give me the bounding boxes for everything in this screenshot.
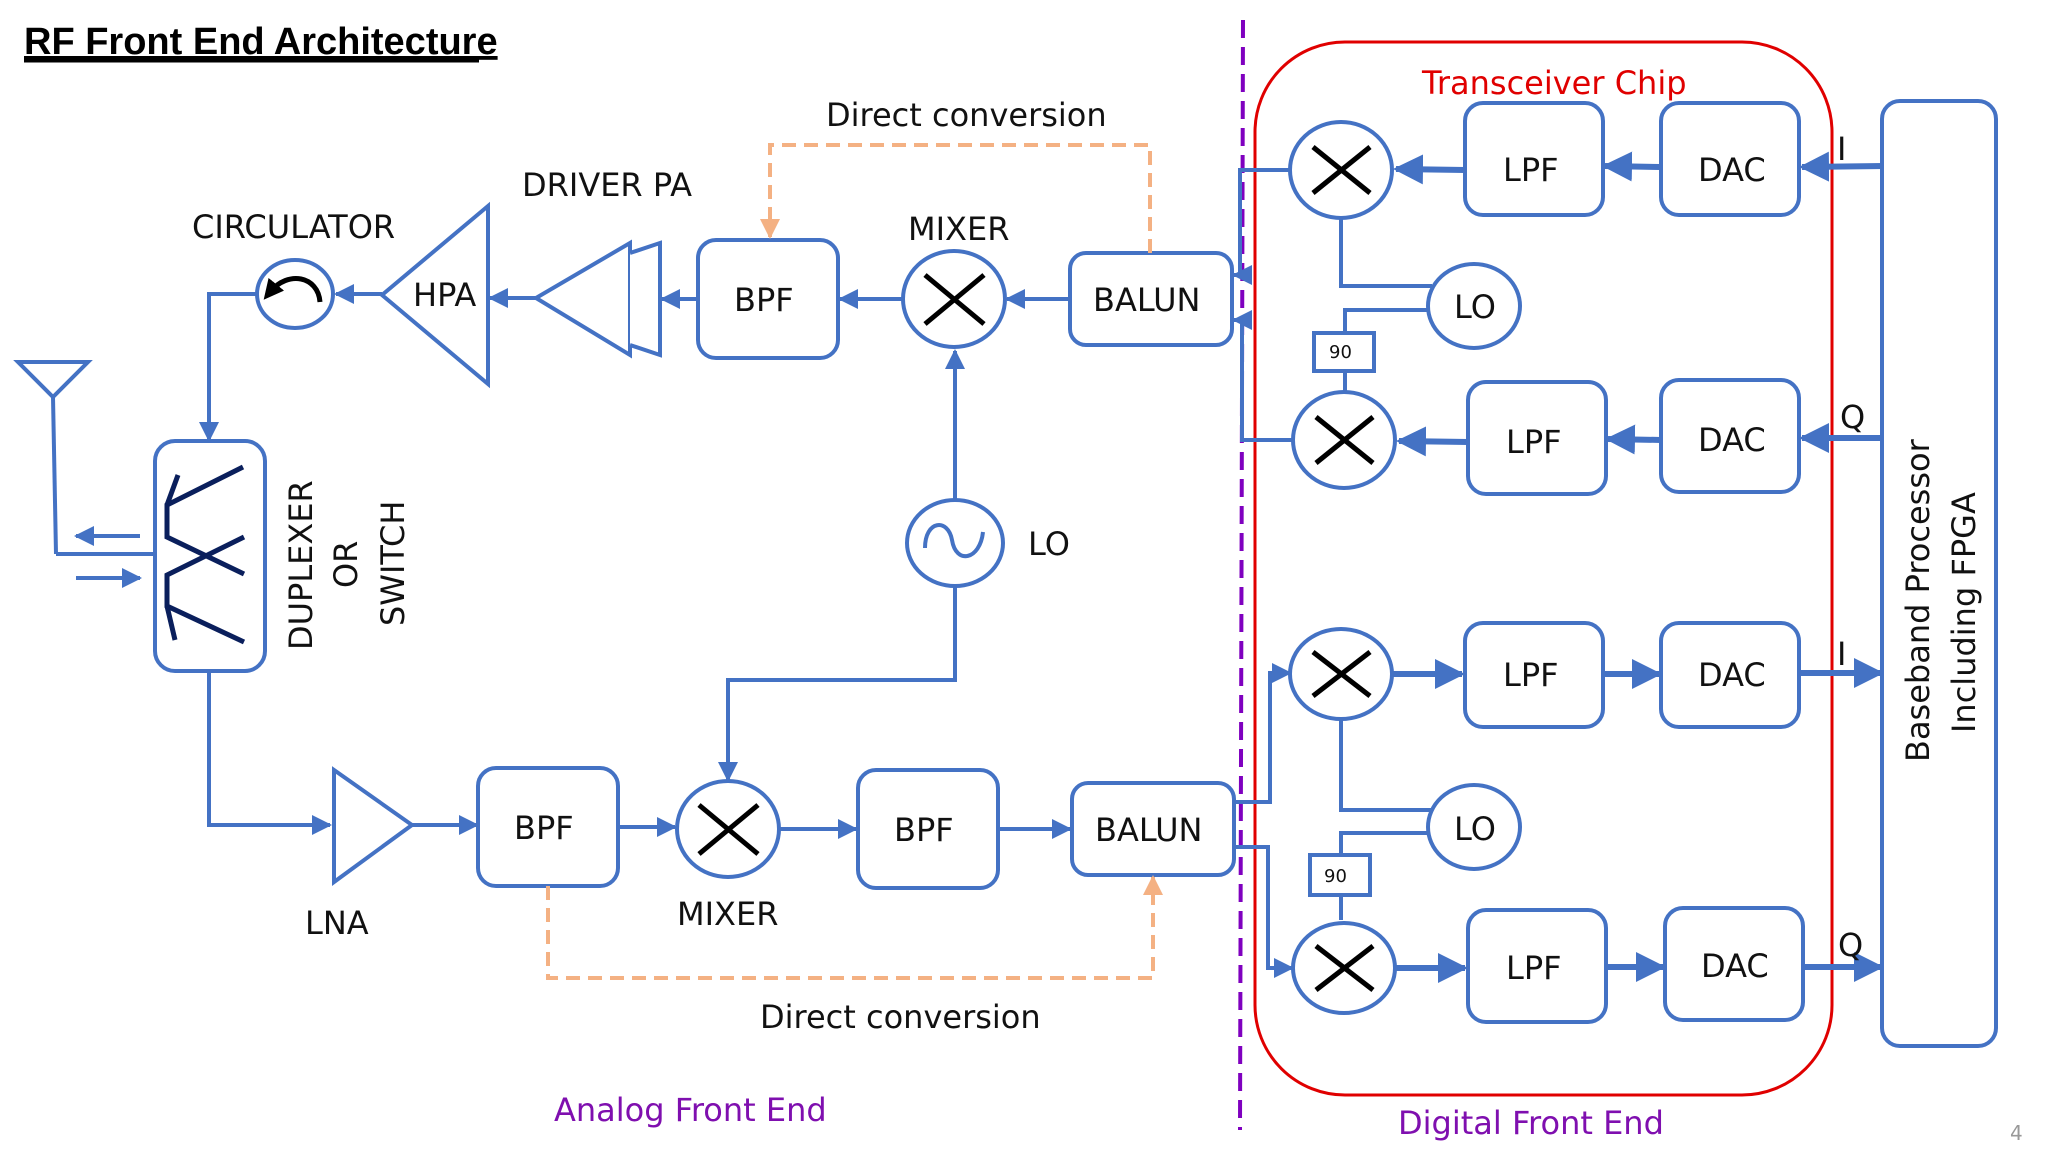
tx-direct-conversion-label: Direct conversion: [826, 96, 1107, 134]
lna-label: LNA: [305, 904, 369, 942]
duplexer-block: [153, 439, 267, 673]
tx-lo-to-i-mixer-wire: [1339, 218, 1432, 288]
rx-mixer-icon: [675, 779, 781, 879]
lo-to-rx-mixer-wire: [718, 586, 957, 782]
tx-q-dac-label: DAC: [1698, 421, 1766, 459]
lo-oscillator-icon: [905, 498, 1005, 588]
tx-i-lpf-label: LPF: [1503, 151, 1559, 189]
rx-q-dac-label: DAC: [1701, 947, 1769, 985]
rx-balun-to-q-mixer-wire: [1234, 845, 1294, 978]
tx-q-dac-to-lpf-wire: [1605, 424, 1662, 455]
tx-i-mixer-to-balun-wire: [1238, 168, 1290, 275]
rx-i-lpf-label: LPF: [1503, 656, 1559, 694]
duplexer-label-1: DUPLEXER: [282, 480, 320, 650]
rx-bpf1-label: BPF: [514, 809, 574, 847]
tx-bpf-label: BPF: [734, 281, 794, 319]
tx-q-lpf-to-mixer-wire: [1396, 426, 1469, 457]
rx-i-signal-label: I: [1837, 635, 1846, 673]
tx-phase-label: 90: [1329, 342, 1352, 363]
duplexer-label-2: OR: [327, 541, 365, 588]
circulator-icon: [255, 258, 335, 330]
tx-q-lpf-label: LPF: [1506, 423, 1562, 461]
tx-q-signal-label: Q: [1840, 398, 1865, 436]
tx-lo-oscillator: [1426, 262, 1522, 350]
rx-q-mixer-icon: [1291, 921, 1397, 1015]
page-number: 4: [2010, 1121, 2023, 1145]
rx-lo-oscillator: [1426, 783, 1522, 871]
circulator-label: CIRCULATOR: [192, 208, 395, 246]
rx-90-phase-shifter: [1308, 853, 1372, 897]
tx-balun-label: BALUN: [1093, 281, 1200, 319]
tx-i-baseband-to-dac-wire: [1799, 151, 1885, 182]
analog-digital-boundary: [1238, 19, 1245, 1131]
rx-phase-label: 90: [1324, 866, 1347, 887]
driver-pa-label: DRIVER PA: [522, 166, 692, 204]
hpa-label: HPA: [413, 276, 476, 314]
rx-lo-to-phase-wire: [1339, 831, 1432, 855]
transceiver-chip-outline: [1253, 40, 1834, 1097]
tx-i-dac-label: DAC: [1698, 151, 1766, 189]
rx-i-dac-label: DAC: [1698, 656, 1766, 694]
driver-pa-amplifier: [532, 239, 662, 359]
tx-q-mixer-icon: [1291, 390, 1397, 490]
rx-q-signal-label: Q: [1838, 926, 1863, 964]
rx-i-mixer-icon: [1288, 627, 1394, 721]
analog-front-end-label: Analog Front End: [554, 1091, 827, 1129]
lna-amplifier: [332, 766, 416, 886]
tx-i-dac-block: [1659, 101, 1801, 217]
rx-lo-label: LO: [1454, 810, 1496, 848]
tx-i-dac-to-lpf-wire: [1602, 151, 1661, 182]
tx-q-mixer-to-balun-wire: [1232, 310, 1293, 442]
baseband-processor-block: [1880, 99, 1998, 1048]
rx-mixer-label: MIXER: [677, 895, 778, 933]
lo-label: LO: [1028, 525, 1070, 563]
rx-q-lpf-label: LPF: [1506, 949, 1562, 987]
baseband-label-1: Baseband Processor: [1899, 438, 1937, 762]
tx-i-mixer-icon: [1288, 120, 1394, 220]
baseband-label-2: Including FPGA: [1945, 492, 1983, 733]
rx-lo-to-i-mixer-wire: [1339, 719, 1432, 812]
tx-lo-label: LO: [1454, 288, 1496, 326]
tx-mixer-icon: [901, 249, 1007, 349]
circulator-to-duplexer-wire: [199, 292, 256, 442]
antenna-icon: [13, 360, 155, 556]
tx-mixer-label: MIXER: [908, 210, 1009, 248]
digital-front-end-label: Digital Front End: [1398, 1104, 1664, 1142]
rx-direct-conversion-path: [546, 875, 1163, 980]
tx-lo-to-phase-wire: [1343, 308, 1432, 334]
tx-direct-conversion-path: [760, 143, 1152, 253]
tx-i-signal-label: I: [1837, 130, 1846, 168]
rx-direct-conversion-label: Direct conversion: [760, 998, 1041, 1036]
duplexer-to-lna-wire: [207, 671, 332, 835]
rx-bpf2-label: BPF: [894, 811, 954, 849]
transceiver-chip-label: Transceiver Chip: [1421, 64, 1687, 102]
tx-i-lpf-to-mixer-wire: [1393, 154, 1466, 185]
duplexer-label-3: SWITCH: [374, 501, 412, 626]
rx-balun-to-i-mixer-wire: [1234, 663, 1292, 804]
rx-balun-label: BALUN: [1095, 811, 1202, 849]
page-title: RF Front End Architecture: [24, 21, 498, 63]
